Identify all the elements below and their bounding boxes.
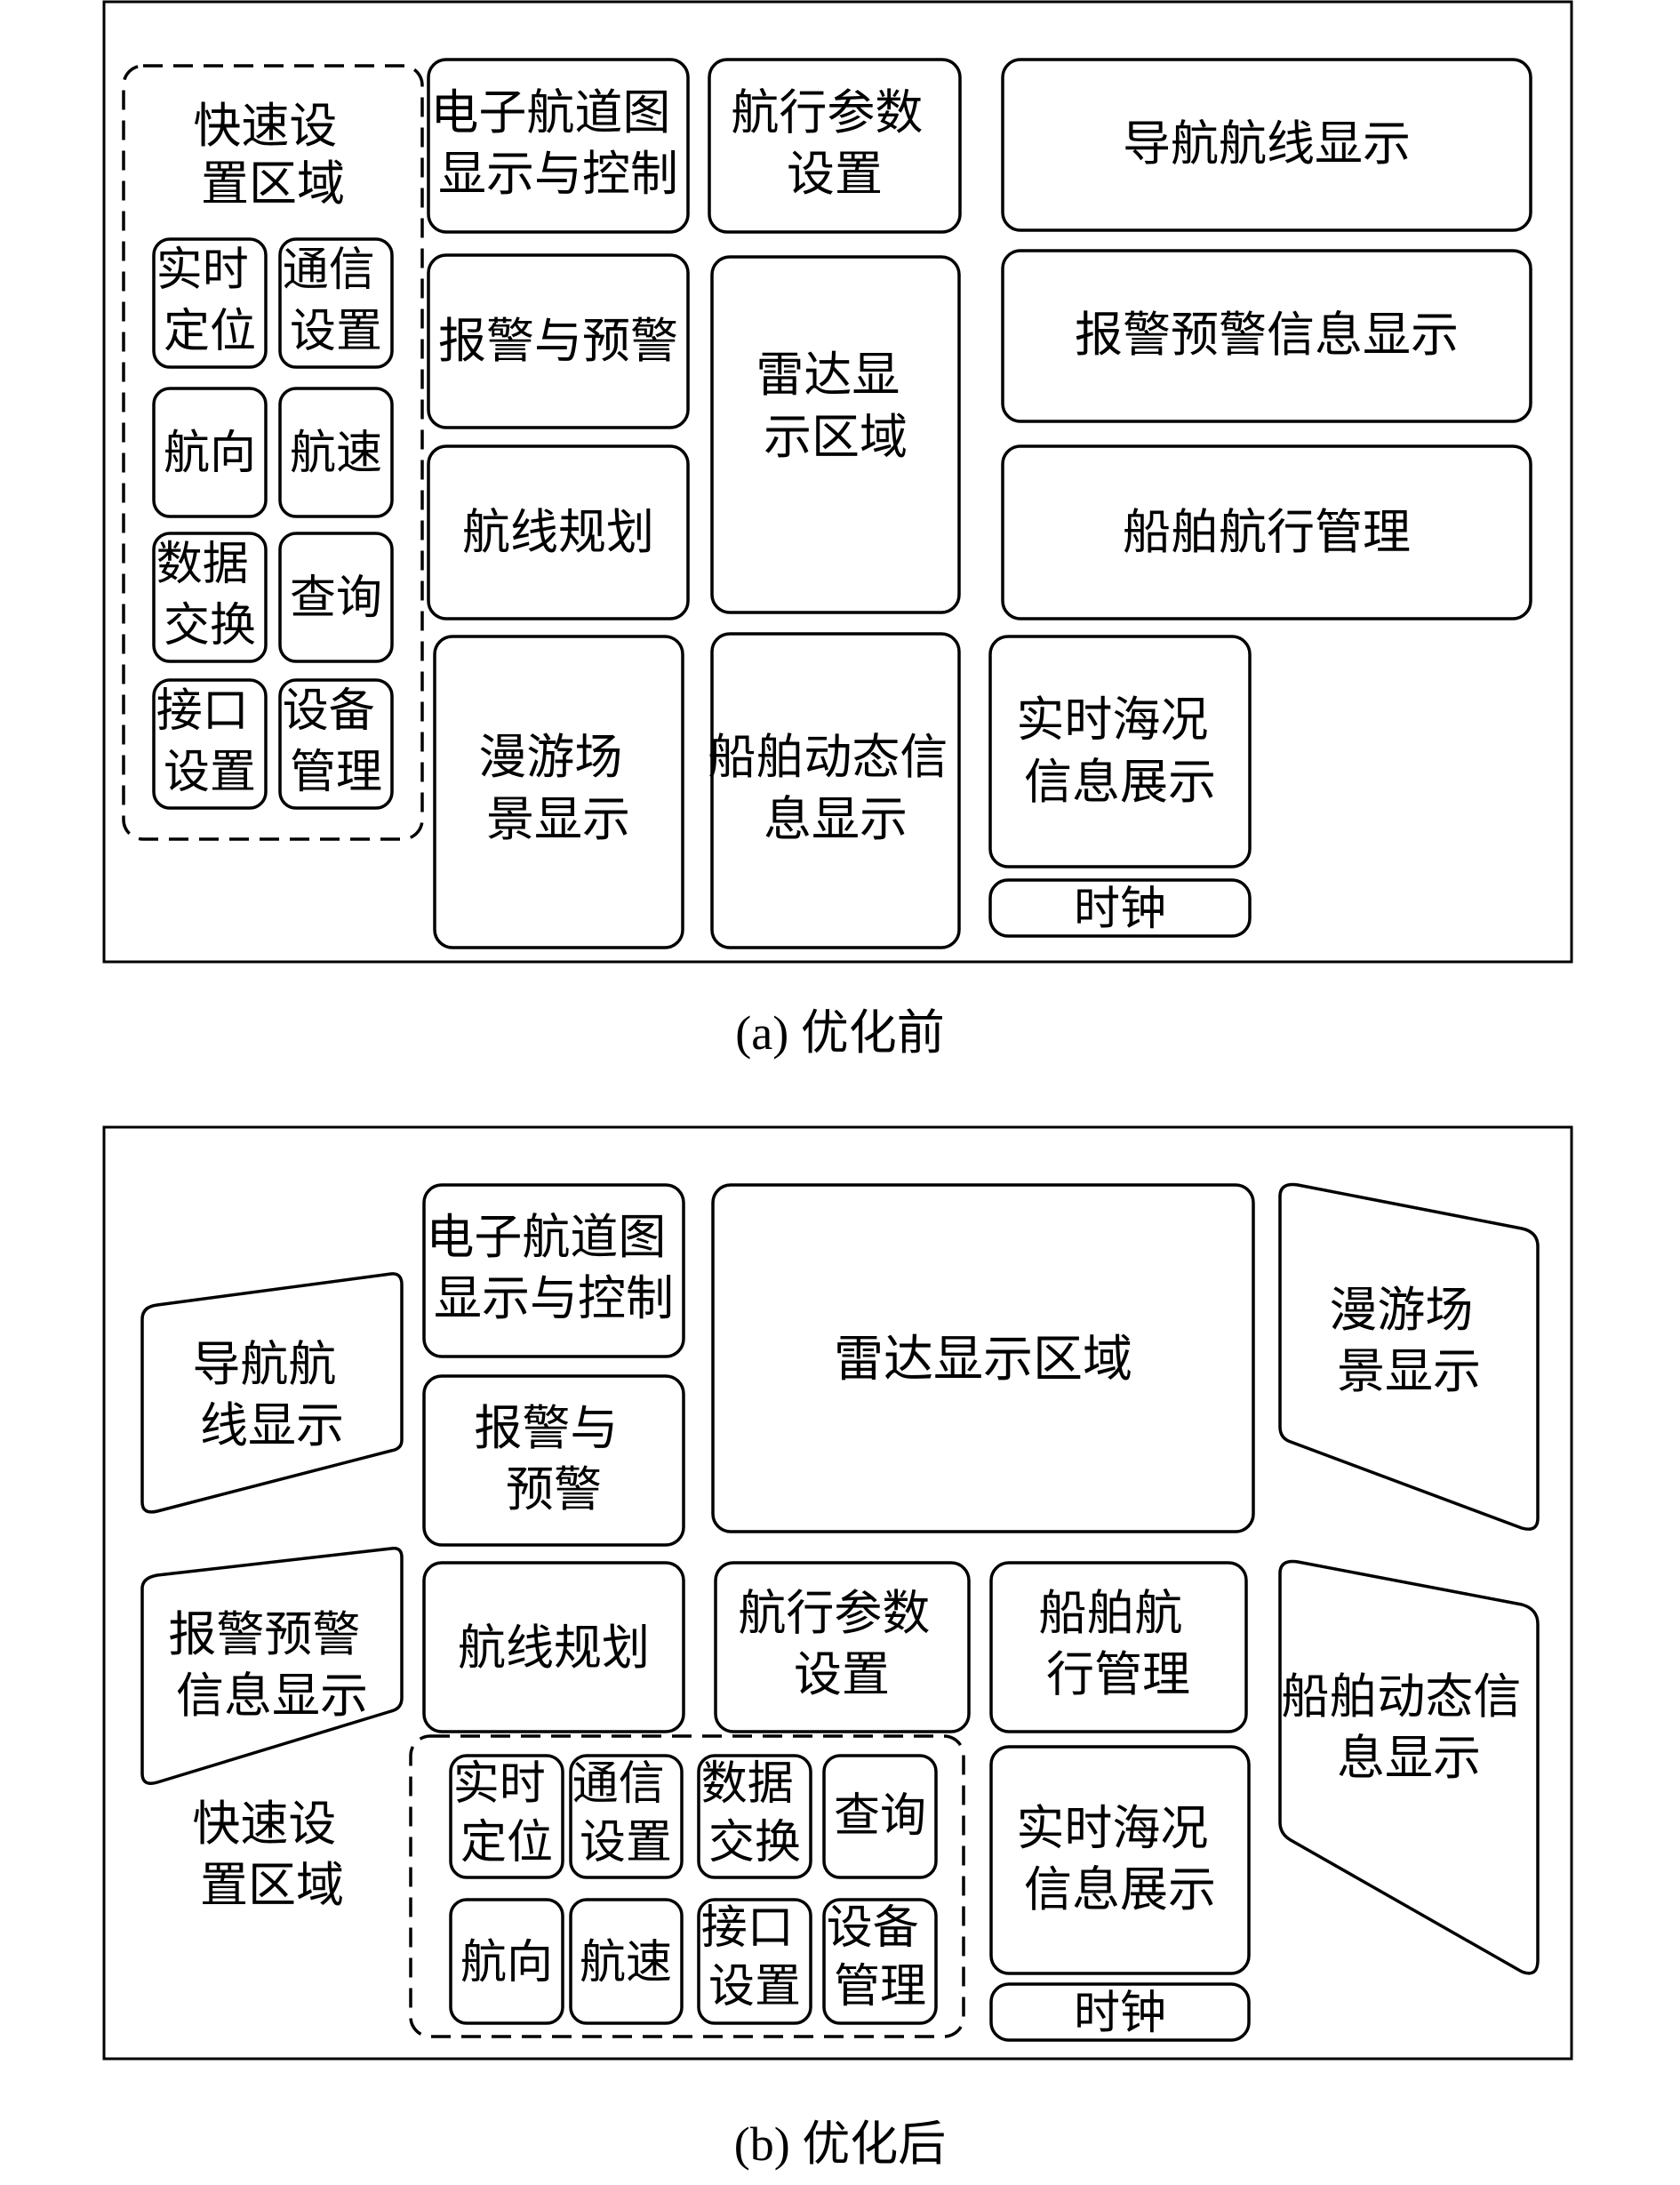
alarm-info-display-panel[interactable]: 报警预警信息显示 (1001, 249, 1532, 423)
svg-text:报警预警 信息显示: 报警预警 信息显示 (168, 1606, 375, 1724)
svg-text:船舶航行管理: 船舶航行管理 (1123, 504, 1411, 560)
svg-text:航向: 航向 (164, 427, 256, 480)
svg-text:导航航 线显示: 导航航 线显示 (192, 1336, 351, 1453)
svg-text:雷达显 示区域: 雷达显 示区域 (756, 347, 915, 465)
panel-before-frame (102, 0, 1573, 964)
realtime-positioning-button[interactable]: 实时 定位 (449, 1754, 564, 1879)
alarm-warning-panel[interactable]: 报警与预警 (427, 253, 690, 429)
svg-text:航速: 航速 (290, 427, 382, 480)
svg-text:实时 定位: 实时 定位 (453, 1757, 561, 1869)
svg-text:接口 设置: 接口 设置 (701, 1901, 809, 2013)
ship-nav-management-panel[interactable]: 船舶航 行管理 (989, 1561, 1248, 1733)
ship-dynamic-info-panel[interactable]: 船舶动态信 息显示 (708, 632, 963, 949)
nav-route-display-panel[interactable]: 导航航 线显示 (140, 1272, 404, 1514)
svg-text:数据 交换: 数据 交换 (701, 1757, 809, 1869)
clock-panel[interactable]: 时钟 (989, 1982, 1251, 2042)
equipment-management-button[interactable]: 设备 管理 (822, 1898, 938, 2025)
svg-text:实时海况 信息展示: 实时海况 信息展示 (1016, 692, 1223, 810)
alarm-warning-panel[interactable]: 报警与 预警 (422, 1374, 685, 1547)
quick-settings-title: 快速设 置区域 (193, 98, 352, 212)
route-planning-panel[interactable]: 航线规划 (427, 444, 690, 620)
nav-param-settings-panel[interactable]: 航行参数 设置 (714, 1561, 971, 1733)
speed-button[interactable]: 航速 (278, 387, 394, 518)
svg-text:数据 交换: 数据 交换 (156, 538, 264, 652)
svg-text:通信 设置: 通信 设置 (283, 244, 390, 358)
svg-text:航行参数 设置: 航行参数 设置 (731, 84, 938, 202)
svg-text:船舶动态信 息显示: 船舶动态信 息显示 (1281, 1669, 1536, 1786)
nav-route-display-panel[interactable]: 导航航线显示 (1001, 58, 1532, 232)
query-button[interactable]: 查询 (822, 1754, 938, 1879)
svg-text:报警与 预警: 报警与 预警 (474, 1400, 633, 1517)
heading-button[interactable]: 航向 (449, 1898, 564, 2025)
svg-text:实时海况 信息展示: 实时海况 信息展示 (1016, 1800, 1223, 1917)
svg-text:查询: 查询 (290, 572, 382, 625)
route-planning-panel[interactable]: 航线规划 (422, 1561, 685, 1733)
svg-text:船舶航 行管理: 船舶航 行管理 (1038, 1585, 1197, 1702)
panel-after: 导航航 线显示 报警预警 信息显示 快速设 置区域 电子航道图 显示与控制 (102, 1125, 1573, 2061)
svg-text:雷达显示区域: 雷达显示区域 (834, 1331, 1132, 1389)
svg-text:电子航道图 显示与控制: 电子航道图 显示与控制 (430, 84, 685, 202)
roaming-scene-display-panel[interactable]: 漫游场 景显示 (433, 635, 684, 949)
panel-before: 快速设 置区域 实时 定位 通信 设置 航向 航速 (102, 0, 1573, 964)
svg-text:通信 设置: 通信 设置 (572, 1757, 680, 1869)
chart-display-control-panel[interactable]: 电子航道图 显示与控制 (422, 1183, 685, 1358)
quick-settings-region (122, 64, 424, 841)
sea-state-display-panel[interactable]: 实时海况 信息展示 (988, 635, 1252, 868)
realtime-positioning-button[interactable]: 实时 定位 (152, 237, 268, 369)
svg-text:航线规划: 航线规划 (458, 1620, 650, 1676)
svg-text:航行参数 设置: 航行参数 设置 (738, 1585, 945, 1702)
data-exchange-button[interactable]: 数据 交换 (697, 1754, 812, 1879)
svg-text:设备 管理: 设备 管理 (283, 684, 390, 799)
heading-button[interactable]: 航向 (152, 387, 268, 518)
radar-display-panel[interactable]: 雷达显示区域 (711, 1183, 1255, 1533)
query-button[interactable]: 查询 (278, 532, 394, 663)
svg-text:设备 管理: 设备 管理 (827, 1901, 934, 2013)
roaming-scene-display-panel[interactable]: 漫游场 景显示 (1278, 1182, 1540, 1531)
clock-panel[interactable]: 时钟 (988, 878, 1252, 938)
svg-text:航速: 航速 (580, 1936, 672, 1989)
svg-text:时钟: 时钟 (1074, 883, 1166, 936)
svg-text:电子航道图 显示与控制: 电子航道图 显示与控制 (426, 1209, 681, 1326)
quick-settings-region (409, 1734, 965, 2038)
ship-nav-management-panel[interactable]: 船舶航行管理 (1001, 444, 1532, 620)
svg-text:航线规划: 航线规划 (462, 504, 654, 560)
svg-text:船舶动态信 息显示: 船舶动态信 息显示 (708, 729, 963, 847)
chart-display-control-panel[interactable]: 电子航道图 显示与控制 (427, 58, 690, 234)
nav-param-settings-panel[interactable]: 航行参数 设置 (708, 58, 962, 234)
svg-text:接口 设置: 接口 设置 (156, 684, 264, 799)
equipment-management-button[interactable]: 设备 管理 (278, 678, 394, 810)
svg-text:漫游场 景显示: 漫游场 景显示 (1329, 1282, 1488, 1399)
sea-state-display-panel[interactable]: 实时海况 信息展示 (989, 1745, 1251, 1975)
radar-display-panel[interactable]: 雷达显 示区域 (710, 255, 961, 614)
interface-settings-button[interactable]: 接口 设置 (152, 678, 268, 810)
interface-settings-button[interactable]: 接口 设置 (697, 1898, 812, 2025)
quick-settings-title: 快速设 置区域 (192, 1796, 351, 1913)
ship-dynamic-info-panel[interactable]: 船舶动态信 息显示 (1278, 1559, 1540, 1975)
caption-before: (a) 优化前 (735, 1006, 944, 1060)
caption-after: (b) 优化后 (734, 2117, 946, 2171)
svg-text:报警预警信息显示: 报警预警信息显示 (1075, 307, 1459, 363)
svg-text:航向: 航向 (460, 1936, 553, 1989)
panel-after-frame (102, 1125, 1573, 2061)
speed-button[interactable]: 航速 (569, 1898, 684, 2025)
svg-text:实时 定位: 实时 定位 (156, 244, 264, 358)
svg-text:漫游场 景显示: 漫游场 景显示 (478, 729, 637, 847)
communication-settings-button[interactable]: 通信 设置 (278, 237, 394, 369)
svg-text:导航航线显示: 导航航线显示 (1123, 116, 1411, 172)
svg-text:查询: 查询 (834, 1789, 926, 1843)
svg-text:报警与预警: 报警与预警 (438, 313, 678, 369)
data-exchange-button[interactable]: 数据 交换 (152, 532, 268, 663)
alarm-info-display-panel[interactable]: 报警预警 信息显示 (140, 1546, 404, 1785)
svg-text:时钟: 时钟 (1074, 1987, 1166, 2040)
communication-settings-button[interactable]: 通信 设置 (569, 1754, 684, 1879)
